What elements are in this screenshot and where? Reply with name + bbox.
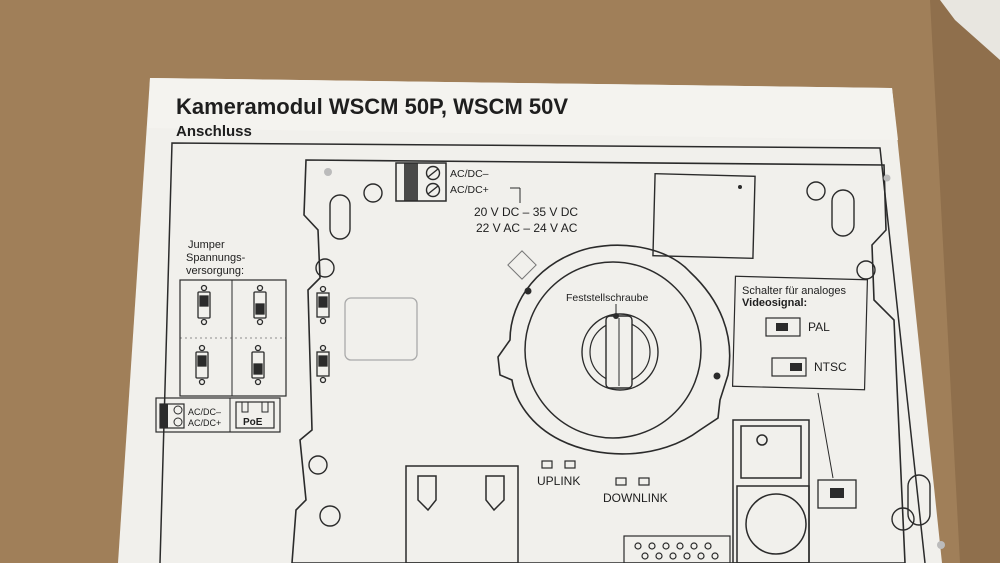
lock-screw-label: Feststellschraube: [566, 292, 648, 304]
board-jumpers: [316, 285, 330, 384]
jumper-icons: [195, 284, 267, 386]
lens-housing: Feststellschraube: [497, 244, 731, 455]
jumper-legend: Jumper Spannungs- versorgung: AC/DC– AC/…: [155, 239, 287, 433]
jumper-legend-line2: Spannungs-: [186, 252, 246, 264]
chip: [652, 172, 756, 260]
jumper-legend-line1: Jumper: [188, 239, 225, 251]
ethernet-port: [405, 465, 519, 563]
pal-label: PAL: [808, 320, 830, 334]
terminal-label-plus: AC/DC+: [450, 184, 489, 196]
ntsc-label: NTSC: [814, 360, 847, 374]
video-switch-line2: Videosignal:: [742, 297, 807, 309]
document-subtitle: Anschluss: [176, 123, 252, 140]
pin-header: [623, 535, 731, 563]
board-outline: [291, 159, 906, 563]
led-indicators: UPLINK DOWNLINK: [537, 460, 668, 505]
audio-module: [732, 419, 810, 563]
uplink-label: UPLINK: [537, 474, 580, 488]
jumper-poe-label: PoE: [243, 417, 263, 428]
jumper-legend-line3: versorgung:: [186, 265, 244, 277]
terminal-label-minus: AC/DC–: [450, 168, 489, 180]
power-terminal: AC/DC– AC/DC+ 20 V DC – 35 V DC 22 V AC …: [395, 162, 578, 235]
jumper-acdc-minus: AC/DC–: [188, 407, 221, 417]
power-spec-dc: 20 V DC – 35 V DC: [474, 205, 578, 219]
jumper-acdc-plus: AC/DC+: [188, 418, 221, 428]
downlink-label: DOWNLINK: [603, 491, 668, 505]
document-title: Kameramodul WSCM 50P, WSCM 50V: [176, 94, 568, 119]
video-switch-legend: Schalter für analoges Videosignal: PAL N…: [731, 275, 869, 479]
power-spec-ac: 22 V AC – 24 V AC: [476, 221, 578, 235]
video-switch-line1: Schalter für analoges: [742, 285, 846, 297]
